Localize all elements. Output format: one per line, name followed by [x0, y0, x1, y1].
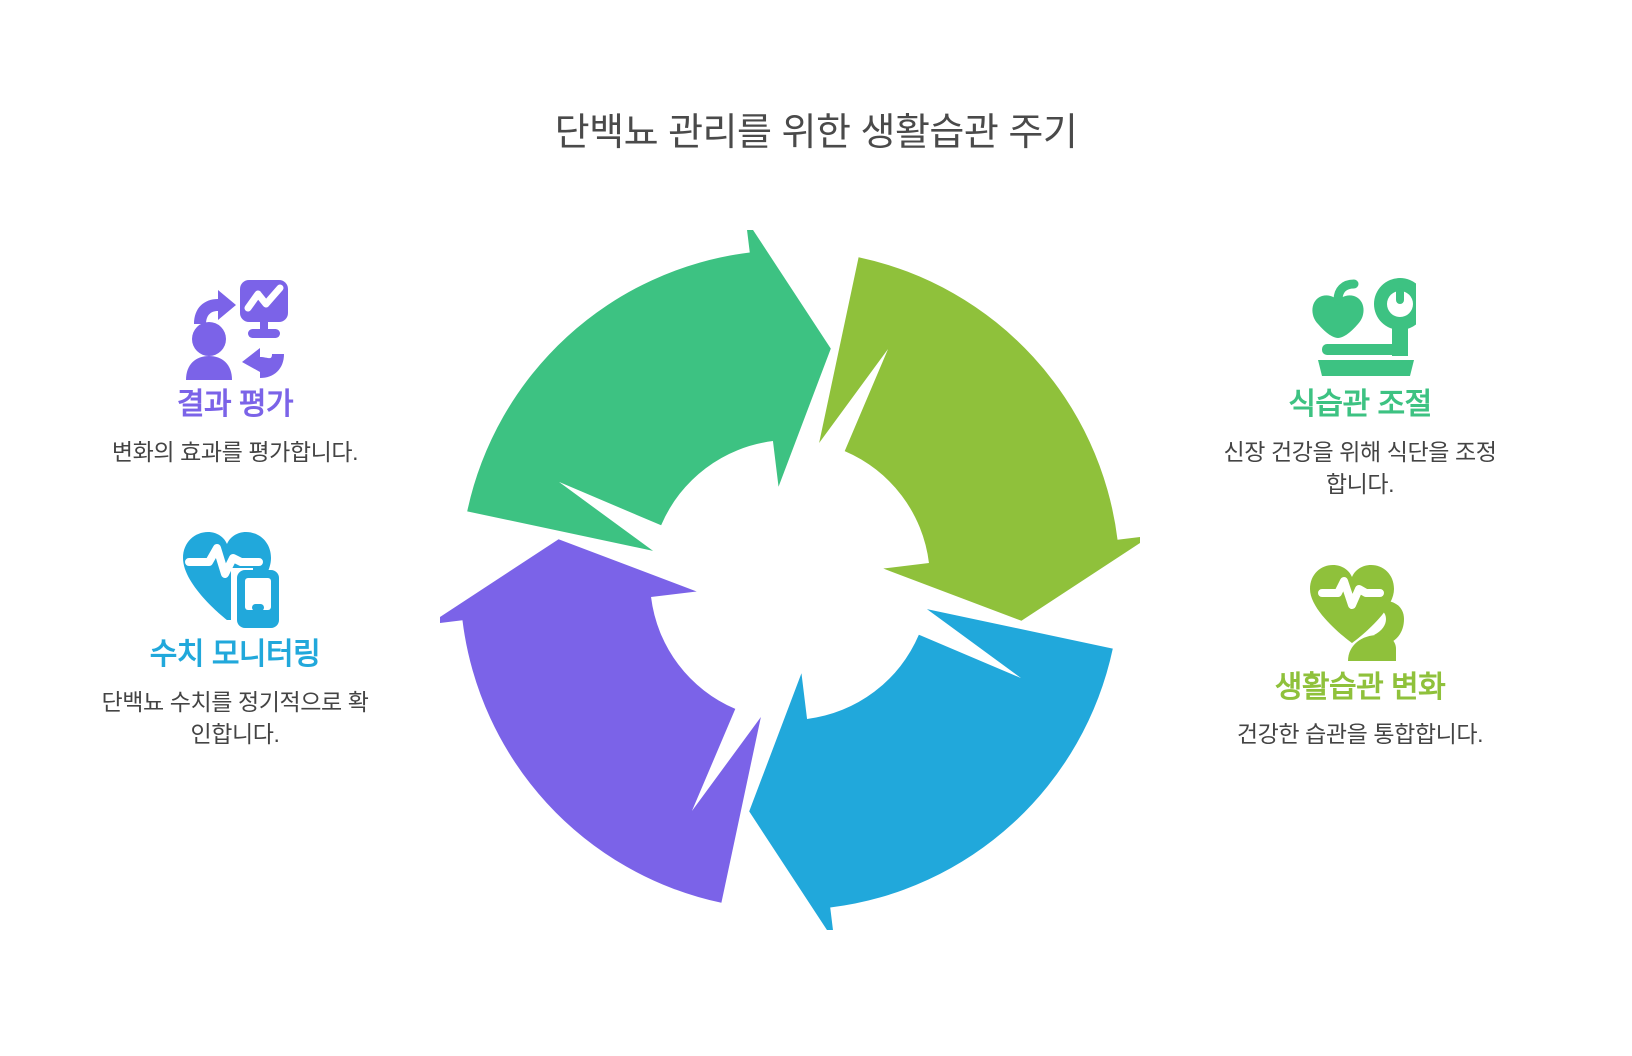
step-description: 신장 건강을 위해 식단을 조정합니다. — [1223, 438, 1497, 498]
step-card-evaluate[interactable]: 결과 평가 변화의 효과를 평가합니다. — [70, 270, 400, 468]
step-title: 식습관 조절 — [1288, 388, 1432, 421]
cycle-arrow-evaluate — [428, 539, 761, 903]
cycle-arrow-lifestyle — [819, 257, 1152, 621]
cycle-arrow-monitor — [749, 609, 1113, 942]
cycle-diagram-render — [428, 218, 1152, 942]
step-card-diet[interactable]: 식습관 조절 신장 건강을 위해 식단을 조정합니다. — [1195, 270, 1525, 501]
page-title: 단백뇨 관리를 위한 생활습관 주기 — [554, 112, 1078, 155]
step-card-monitor[interactable]: 수치 모니터링 단백뇨 수치를 정기적으로 확인합니다. — [70, 520, 400, 751]
step-description: 변화의 효과를 평가합니다. — [111, 438, 359, 465]
step-description: 건강한 습관을 통합합니다. — [1236, 721, 1484, 748]
heart-pulse-mobile-icon — [70, 520, 400, 632]
right-steps-column: 식습관 조절 신장 건강을 위해 식단을 조정합니다. 생활습관 변화 건강한 … — [1195, 270, 1525, 803]
left-steps-column: 결과 평가 변화의 효과를 평가합니다. 수치 모니터링 단백뇨 수치를 정기적… — [70, 270, 400, 803]
step-card-lifestyle[interactable]: 생활습관 변화 건강한 습관을 통합합니다. — [1195, 553, 1525, 751]
heart-pulse-muscle-icon — [1195, 553, 1525, 665]
person-chart-refresh-icon — [70, 270, 400, 382]
step-title: 수치 모니터링 — [149, 638, 321, 672]
step-title: 결과 평가 — [176, 388, 294, 421]
step-description: 단백뇨 수치를 정기적으로 확인합니다. — [101, 688, 369, 748]
apple-scale-icon — [1195, 270, 1525, 382]
step-title: 생활습관 변화 — [1274, 670, 1446, 704]
cycle-arrow-diet — [467, 218, 831, 551]
